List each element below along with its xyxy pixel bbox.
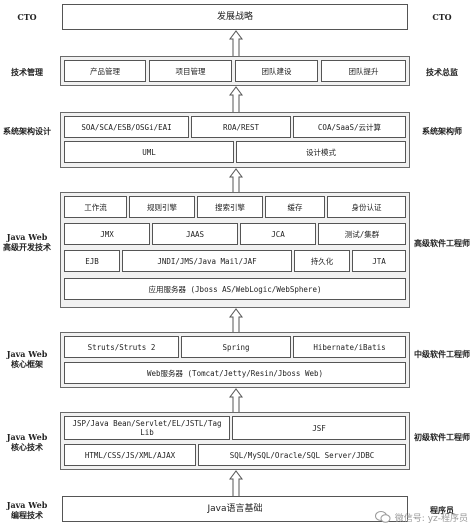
jca-box: JCA: [240, 223, 316, 245]
up-arrow-icon: [229, 470, 243, 496]
strategy-box: 发展战略: [62, 4, 408, 30]
advanced-band: 工作流 规则引擎 搜索引擎 缓存 身份认证 JMX JAAS JCA 测试/集群…: [60, 192, 410, 308]
left-label-cto: CTO: [17, 12, 37, 22]
architecture-band: SOA/SCA/ESB/OSGi/EAI ROA/REST COA/SaaS/云…: [60, 112, 410, 168]
jta-box: JTA: [352, 250, 406, 272]
right-label-senior-engineer: 高级软件工程师: [414, 238, 470, 248]
workflow-box: 工作流: [64, 196, 127, 218]
left-label-java-core-framework: Java Web 核心框架: [6, 349, 48, 369]
framework-band: Struts/Struts 2 Spring Hibernate/iBatis …: [60, 332, 410, 388]
jaas-box: JAAS: [152, 223, 238, 245]
struts-box: Struts/Struts 2: [64, 336, 179, 358]
jsp-servlet-box: JSP/Java Bean/Servlet/EL/JSTL/Tag Lib: [64, 416, 230, 440]
left-label-tech-management: 技术管理: [11, 67, 43, 77]
jsf-box: JSF: [232, 416, 406, 440]
hibernate-box: Hibernate/iBatis: [293, 336, 406, 358]
persistence-box: 持久化: [294, 250, 350, 272]
up-arrow-icon: [229, 308, 243, 332]
uml-box: UML: [64, 141, 234, 163]
team-building-box: 团队建设: [235, 60, 318, 82]
team-improvement-box: 团队提升: [321, 60, 406, 82]
sql-jdbc-box: SQL/MySQL/Oracle/SQL Server/JDBC: [198, 444, 406, 466]
right-label-junior-engineer: 初级软件工程师: [414, 432, 470, 442]
wechat-icon: [374, 511, 391, 523]
left-label-java-programming: Java Web 编程技术: [6, 500, 48, 520]
design-patterns-box: 设计模式: [236, 141, 406, 163]
project-management-box: 项目管理: [149, 60, 232, 82]
up-arrow-icon: [229, 86, 243, 112]
html-css-box: HTML/CSS/JS/XML/AJAX: [64, 444, 196, 466]
management-band: 产品管理 项目管理 团队建设 团队提升: [60, 56, 410, 86]
right-label-mid-engineer: 中级软件工程师: [414, 349, 470, 359]
right-label-programmer: 程序员: [430, 505, 454, 515]
right-label-tech-director: 技术总监: [426, 67, 458, 77]
rule-engine-box: 规则引擎: [129, 196, 195, 218]
left-label-java-core-tech: Java Web 核心技术: [6, 432, 48, 452]
watermark-text: 微信号: yz-程序员: [394, 513, 468, 524]
right-label-architect: 系统架构师: [422, 126, 462, 136]
up-arrow-icon: [229, 168, 243, 192]
up-arrow-icon: [229, 30, 243, 56]
java-foundation-box: Java语言基础: [62, 496, 408, 522]
jndi-box: JNDI/JMS/Java Mail/JAF: [122, 250, 292, 272]
web-server-box: Web服务器 (Tomcat/Jetty/Resin/Jboss Web): [64, 362, 406, 384]
test-cluster-box: 测试/集群: [318, 223, 406, 245]
soa-box: SOA/SCA/ESB/OSGi/EAI: [64, 116, 189, 138]
app-server-box: 应用服务器 (Jboss AS/WebLogic/WebSphere): [64, 278, 406, 300]
product-management-box: 产品管理: [64, 60, 146, 82]
right-label-cto: CTO: [432, 12, 452, 22]
up-arrow-icon: [229, 388, 243, 412]
ejb-box: EJB: [64, 250, 120, 272]
left-label-system-architecture: 系统架构设计: [3, 126, 51, 136]
search-engine-box: 搜索引擎: [197, 196, 263, 218]
jmx-box: JMX: [64, 223, 150, 245]
coa-box: COA/SaaS/云计算: [293, 116, 406, 138]
core-tech-band: JSP/Java Bean/Servlet/EL/JSTL/Tag Lib JS…: [60, 412, 410, 470]
left-label-java-advanced: Java Web 高级开发技术: [3, 232, 51, 252]
spring-box: Spring: [181, 336, 291, 358]
identity-auth-box: 身份认证: [327, 196, 406, 218]
cache-box: 缓存: [265, 196, 325, 218]
watermark: 微信号: yz-程序员: [374, 510, 468, 524]
roa-box: ROA/REST: [191, 116, 291, 138]
